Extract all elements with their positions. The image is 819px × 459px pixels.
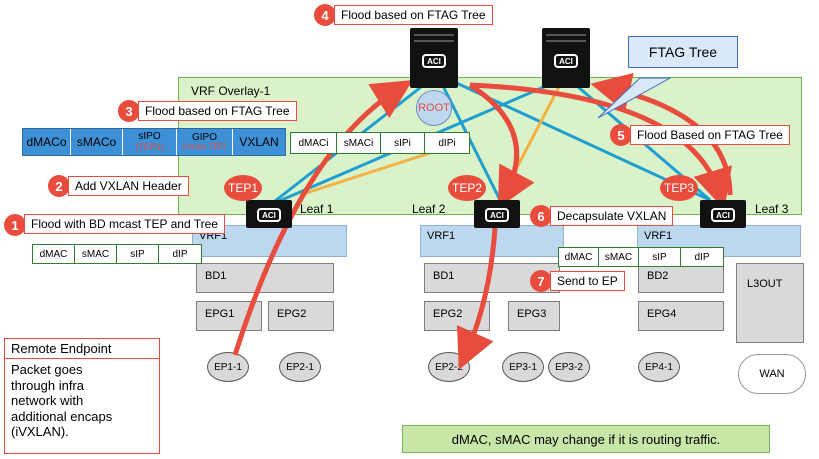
outer-header-frame: dMACo sMACo sIPO(TEP1) GIPO(mcast TEP) V… (22, 128, 286, 156)
arrow-leaf2-to-ep (456, 227, 498, 370)
endpoint: EP3-2 (548, 352, 590, 382)
arrow-root-to-leaf2 (468, 82, 535, 209)
inner-header-field: dIPi (438, 137, 456, 149)
step-number: 3 (118, 100, 140, 122)
bd-box: BD2 (638, 263, 724, 293)
step-number: 7 (530, 270, 552, 292)
overlay-title: VRF Overlay-1 (191, 84, 271, 98)
arrow-root-to-leaf3 (469, 82, 732, 210)
endpoint: EP3-1 (502, 352, 544, 382)
aci-logo-icon: ACI (554, 54, 578, 68)
ftag-pointer (597, 77, 672, 119)
step-text: Add VXLAN Header (68, 176, 189, 196)
step-number: 4 (314, 4, 336, 26)
remote-body-line: additional encaps (11, 408, 113, 424)
spine-switch-2: ACI (542, 28, 590, 88)
epg-box: EPG1 (196, 301, 262, 331)
aci-logo-icon: ACI (257, 208, 281, 223)
original-frame-right: dMAC sMAC sIP dIP (558, 247, 724, 267)
field-label: sIPO (138, 131, 161, 143)
outer-header-field: sMACo (71, 129, 123, 155)
frame-field: dIP (172, 248, 188, 260)
vrf-label: VRF1 (427, 230, 456, 242)
vent (546, 40, 586, 42)
step-text: Flood Based on FTAG Tree (630, 125, 790, 145)
epg-box: EPG2 (268, 301, 334, 331)
inner-header-field: sIPi (381, 133, 425, 153)
inner-header-frame: dMACi sMACi sIPi dIPi (290, 132, 470, 154)
l3out-box: L3OUT (736, 263, 804, 343)
remote-body-line: through infra (11, 377, 84, 393)
epg-box: EPG4 (638, 301, 724, 331)
frame-field: dMAC (33, 245, 75, 263)
field-label: sMACo (76, 134, 117, 149)
step-number: 5 (610, 124, 632, 146)
original-frame-left: dMAC sMAC sIP dIP (32, 244, 202, 264)
step-text: Send to EP (550, 271, 625, 291)
field-label: GIPO (191, 131, 217, 143)
frame-field: sIP (117, 245, 159, 263)
leaf-name: Leaf 3 (755, 202, 789, 216)
step-text: Flood based on FTAG Tree (334, 5, 493, 25)
outer-header-field: VXLAN (233, 129, 285, 155)
vent (414, 40, 454, 42)
endpoint: EP2-1 (279, 352, 321, 382)
leaf-switch-3: ACI (700, 200, 746, 228)
ftag-tree-label: FTAG Tree (628, 36, 738, 68)
vrf-label: VRF1 (644, 230, 673, 242)
field-sub: (mcast TEP) (182, 142, 227, 152)
spine-switch-1: ACI (410, 28, 458, 88)
wan-cloud-icon: WAN (738, 354, 806, 394)
arrow-ep-to-root (232, 80, 413, 356)
outer-header-field: sIPO(TEP1) (123, 129, 177, 155)
aci-logo-icon: ACI (711, 208, 735, 223)
remote-body-line: Packet goes (11, 362, 83, 377)
tep-label: TEP3 (660, 175, 698, 201)
tep-label: TEP1 (224, 175, 262, 201)
frame-field: sIP (639, 248, 681, 266)
step-text: Decapsulate VXLAN (550, 206, 674, 226)
step-number: 2 (48, 175, 70, 197)
remote-body-line: network with (11, 393, 84, 409)
remote-endpoint-body: Packet goes through infra network with a… (5, 359, 159, 443)
remote-endpoint-box: Remote Endpoint Packet goes through infr… (4, 338, 160, 454)
remote-body-line: (iVXLAN). (11, 424, 69, 440)
outer-header-field: GIPO(mcast TEP) (177, 129, 233, 155)
endpoint: EP1-1 (207, 352, 249, 382)
wan-label: WAN (759, 368, 785, 380)
tep-label: TEP2 (448, 175, 486, 201)
leaf-switch-1: ACI (246, 200, 292, 228)
aci-logo-icon: ACI (422, 54, 446, 68)
inner-header-field: dMACi (291, 133, 337, 153)
step-text: Flood based on FTAG Tree (138, 101, 297, 121)
aci-logo-icon: ACI (485, 208, 509, 223)
vent (414, 34, 454, 36)
field-label: VXLAN (239, 134, 279, 149)
inner-header-field: sMACi (337, 133, 381, 153)
step-text: Flood with BD mcast TEP and Tree (24, 214, 225, 234)
routing-note: dMAC, sMAC may change if it is routing t… (402, 425, 770, 453)
frame-field: sMAC (75, 245, 117, 263)
frame-field: sMAC (599, 248, 639, 266)
outer-header-field: dMACo (23, 129, 71, 155)
vent (546, 34, 586, 36)
field-label: dMACo (26, 134, 67, 149)
field-sub: (TEP1) (135, 141, 164, 152)
leaf-name: Leaf 1 (300, 202, 334, 216)
frame-field: dMAC (559, 248, 599, 266)
leaf-name: Leaf 2 (412, 202, 446, 216)
step-number: 6 (530, 205, 552, 227)
remote-endpoint-title: Remote Endpoint (5, 339, 159, 359)
frame-field: dIP (694, 251, 710, 263)
root-marker: ROOT (416, 90, 452, 126)
leaf-switch-2: ACI (474, 200, 520, 228)
endpoint: EP4-1 (638, 352, 680, 382)
step-number: 1 (4, 214, 26, 236)
epg-box: EPG3 (508, 301, 560, 331)
